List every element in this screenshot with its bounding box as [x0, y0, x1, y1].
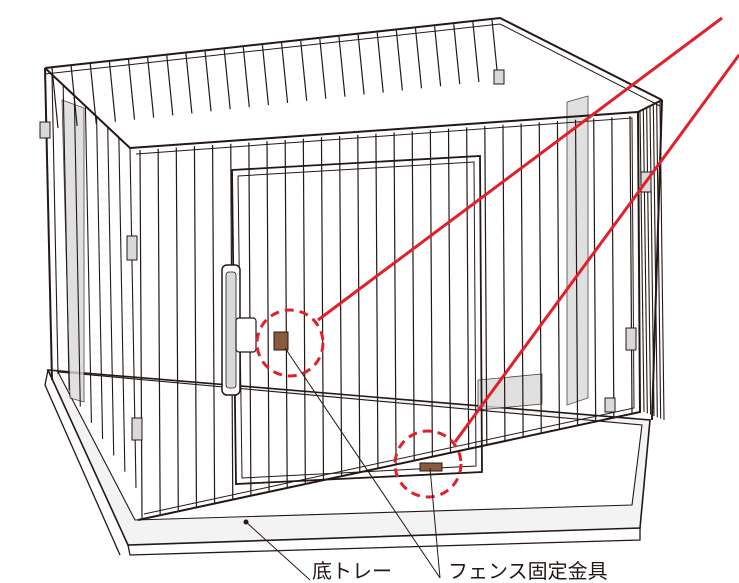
front-bar: [339, 136, 343, 476]
back-bar: [51, 67, 59, 129]
back-bar: [223, 49, 231, 110]
back-bar: [395, 30, 403, 91]
front-bar: [429, 129, 433, 457]
back-bar: [166, 55, 174, 116]
side-bar: [51, 73, 59, 375]
side-bar: [642, 110, 648, 414]
side-bar: [659, 101, 665, 421]
front-bar: [611, 117, 615, 418]
front-bar: [211, 144, 216, 503]
front-bar: [302, 138, 306, 484]
side-bar: [107, 126, 115, 456]
front-bar: [574, 119, 579, 426]
front-bar: [447, 128, 452, 453]
front-bar: [393, 132, 397, 465]
back-bar: [414, 28, 423, 89]
side-bar: [649, 106, 655, 417]
door-latch: [221, 264, 257, 396]
front-bar: [411, 131, 415, 461]
front-bars: [51, 73, 665, 519]
front-bar: [520, 123, 524, 438]
back-bar: [147, 57, 155, 118]
fixture-label: フェンス固定金具: [448, 559, 608, 583]
front-bar: [466, 127, 470, 449]
front-bar: [357, 134, 361, 472]
back-bar: [319, 38, 327, 99]
side-bar: [84, 105, 92, 423]
side-bar: [656, 103, 662, 419]
side-bar: [652, 105, 658, 418]
back-bar: [185, 53, 193, 114]
back-bar: [89, 63, 97, 124]
side-bar: [62, 84, 70, 391]
fence-fixture-door: [273, 331, 289, 351]
front-bar: [375, 133, 379, 468]
front-bar: [320, 137, 325, 480]
base-tray: [44, 369, 651, 556]
front-bar: [175, 147, 179, 511]
front-bar: [157, 148, 161, 515]
back-bar: [204, 51, 212, 112]
front-bar: [139, 149, 143, 519]
back-bar: [357, 34, 365, 95]
back-bar: [434, 26, 442, 87]
back-bar: [108, 61, 116, 122]
front-bar: [502, 124, 506, 441]
side-bar: [118, 137, 126, 472]
back-bar: [300, 40, 308, 101]
back-bar: [280, 42, 289, 104]
side-bar: [96, 116, 104, 440]
front-bar: [484, 126, 488, 445]
side-bar: [639, 111, 645, 413]
fence-fixture-bottom: [419, 462, 443, 472]
tray-label: 底トレー: [312, 559, 392, 583]
back-bar: [261, 44, 270, 106]
back-bar: [453, 24, 461, 85]
back-fence: [44, 16, 663, 129]
callout-lines: [255, 16, 739, 499]
front-bar: [284, 139, 288, 488]
back-bar: [376, 32, 384, 93]
back-bar: [242, 47, 250, 108]
side-bar: [73, 95, 81, 407]
side-bar: [646, 108, 652, 415]
front-bar: [193, 146, 198, 507]
side-panels: [61, 95, 589, 411]
back-bar: [338, 36, 346, 97]
front-bar: [266, 141, 270, 492]
front-bar: [556, 121, 561, 430]
back-bar: [472, 22, 480, 83]
leader-lines: [243, 347, 441, 581]
front-bar: [629, 115, 633, 415]
front-bar: [538, 122, 542, 434]
back-bar: [127, 59, 136, 120]
front-bar: [593, 118, 597, 422]
